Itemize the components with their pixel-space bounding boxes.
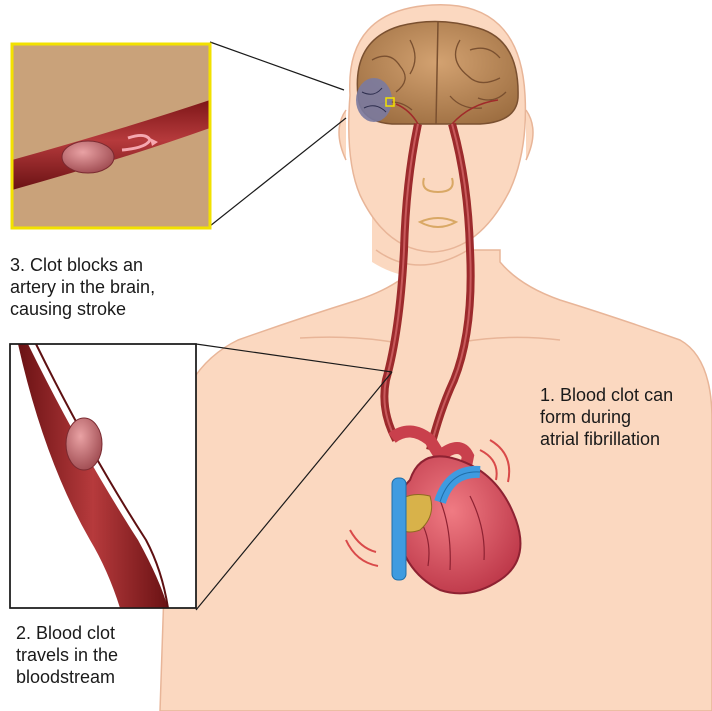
vena-cava <box>392 478 406 580</box>
brain <box>356 21 518 124</box>
caption-line: 2. Blood clot <box>16 622 118 644</box>
caption-line: travels in the <box>16 644 118 666</box>
caption-line: artery in the brain, <box>10 276 155 298</box>
inset-bloodstream <box>10 344 196 608</box>
caption-line: 1. Blood clot can <box>540 384 673 406</box>
clot-in-brain-artery <box>62 141 114 173</box>
caption-line: atrial fibrillation <box>540 428 673 450</box>
caption-step-3: 3. Clot blocks an artery in the brain, c… <box>10 254 155 320</box>
caption-line: bloodstream <box>16 666 118 688</box>
caption-step-2: 2. Blood clot travels in the bloodstream <box>16 622 118 688</box>
caption-step-1: 1. Blood clot can form during atrial fib… <box>540 384 673 450</box>
clot-in-bloodstream <box>66 418 102 470</box>
caption-line: form during <box>540 406 673 428</box>
caption-line: 3. Clot blocks an <box>10 254 155 276</box>
caption-line: causing stroke <box>10 298 155 320</box>
inset-brain-artery <box>12 44 210 228</box>
